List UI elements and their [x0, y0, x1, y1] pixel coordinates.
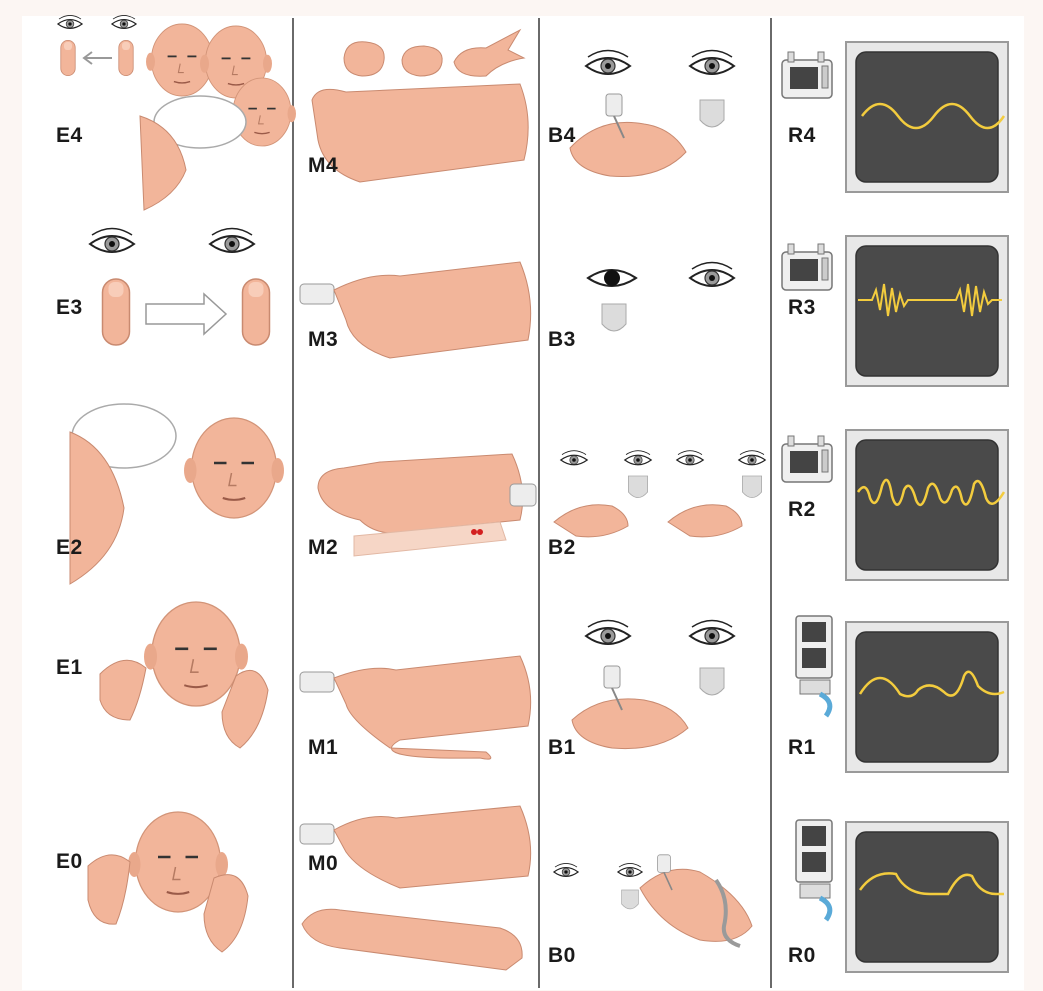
r1-illustration	[796, 616, 1008, 772]
eye-icon	[677, 451, 703, 465]
syringe-icon	[602, 304, 626, 331]
m2-illustration	[318, 454, 536, 556]
e3-illustration	[90, 229, 270, 346]
finger-icon	[243, 279, 270, 345]
eye-icon	[561, 451, 587, 465]
b2-illustration	[554, 451, 765, 537]
body-icon	[334, 806, 531, 888]
eye-icon	[739, 451, 765, 465]
eye-icon	[112, 15, 136, 28]
face-icon	[570, 122, 686, 176]
face-icon	[554, 505, 628, 537]
syringe-icon	[742, 476, 761, 498]
grade-label-m0: M0	[308, 852, 338, 876]
body-icon	[334, 656, 531, 759]
ventilator-icon	[782, 52, 832, 98]
eye-icon	[586, 621, 630, 645]
b0-illustration	[554, 855, 752, 946]
m4-illustration	[312, 30, 528, 182]
monitor-icon	[846, 236, 1008, 386]
hand-icon	[100, 660, 146, 720]
finger-icon	[103, 279, 130, 345]
body-icon	[318, 454, 523, 533]
arrow-icon	[146, 294, 226, 334]
hand-icon	[88, 855, 130, 924]
syringe-icon	[300, 824, 334, 844]
grade-label-r4: R4	[788, 124, 816, 148]
e1-illustration	[100, 602, 268, 748]
grade-label-b1: B1	[548, 736, 576, 760]
body-icon	[334, 262, 531, 358]
eye-icon	[554, 863, 578, 876]
eye-icon	[625, 451, 651, 465]
grade-label-e1: E1	[56, 656, 83, 680]
syringe-icon	[700, 668, 724, 695]
grade-label-e0: E0	[56, 850, 83, 874]
e4-illustration	[58, 15, 296, 210]
face-icon	[572, 699, 688, 749]
body-icon	[302, 909, 522, 970]
grade-label-r3: R3	[788, 296, 816, 320]
b3-illustration	[588, 263, 734, 332]
eye-icon	[210, 229, 254, 253]
grade-label-m4: M4	[308, 154, 338, 178]
eye-icon	[90, 229, 134, 253]
fist-icon	[402, 46, 442, 76]
m0-illustration	[300, 806, 531, 970]
eye-icon	[690, 263, 734, 287]
head-icon	[184, 418, 284, 518]
grade-label-b4: B4	[548, 124, 576, 148]
grade-label-r1: R1	[788, 736, 816, 760]
grade-label-b0: B0	[548, 944, 576, 968]
monitor-icon	[846, 622, 1008, 772]
b4-illustration	[570, 51, 734, 177]
body-icon	[312, 84, 528, 182]
grade-label-m1: M1	[308, 736, 338, 760]
grade-label-e4: E4	[56, 124, 83, 148]
e0-illustration	[88, 812, 248, 952]
grade-label-e2: E2	[56, 536, 83, 560]
r3-illustration	[782, 236, 1008, 386]
face-icon	[640, 869, 752, 941]
eye-icon	[618, 863, 642, 876]
grade-label-m2: M2	[308, 536, 338, 560]
finger-icon	[61, 40, 75, 75]
monitor-icon	[846, 822, 1008, 972]
monitor-icon	[846, 42, 1008, 192]
ventilator-icon	[782, 244, 832, 290]
b1-illustration	[572, 621, 734, 749]
finger-icon	[119, 40, 133, 75]
face-icon	[668, 505, 742, 537]
syringe-icon	[510, 484, 536, 506]
grade-label-e3: E3	[56, 296, 83, 320]
r2-illustration	[782, 430, 1008, 580]
syringe-icon	[300, 672, 334, 692]
eye-icon	[58, 15, 82, 28]
grade-label-b3: B3	[548, 328, 576, 352]
eye-icon	[586, 51, 630, 75]
ventilator-icon	[782, 436, 832, 482]
grade-label-r2: R2	[788, 498, 816, 522]
syringe-icon	[300, 284, 334, 304]
syringe-icon	[700, 100, 724, 127]
thumbs-up-icon	[344, 42, 384, 76]
grade-label-b2: B2	[548, 536, 576, 560]
arrow-icon	[84, 52, 112, 64]
ventilator-icon	[796, 820, 832, 920]
monitor-icon	[846, 430, 1008, 580]
r4-illustration	[782, 42, 1008, 192]
ventilator-icon	[796, 616, 832, 716]
grade-label-r0: R0	[788, 944, 816, 968]
syringe-icon	[622, 890, 639, 909]
eye-icon	[690, 621, 734, 645]
eye-icon	[690, 51, 734, 75]
e2-illustration	[70, 404, 284, 584]
grade-label-m3: M3	[308, 328, 338, 352]
syringe-icon	[628, 476, 647, 498]
r0-illustration	[796, 820, 1008, 972]
peace-sign-icon	[454, 30, 524, 76]
